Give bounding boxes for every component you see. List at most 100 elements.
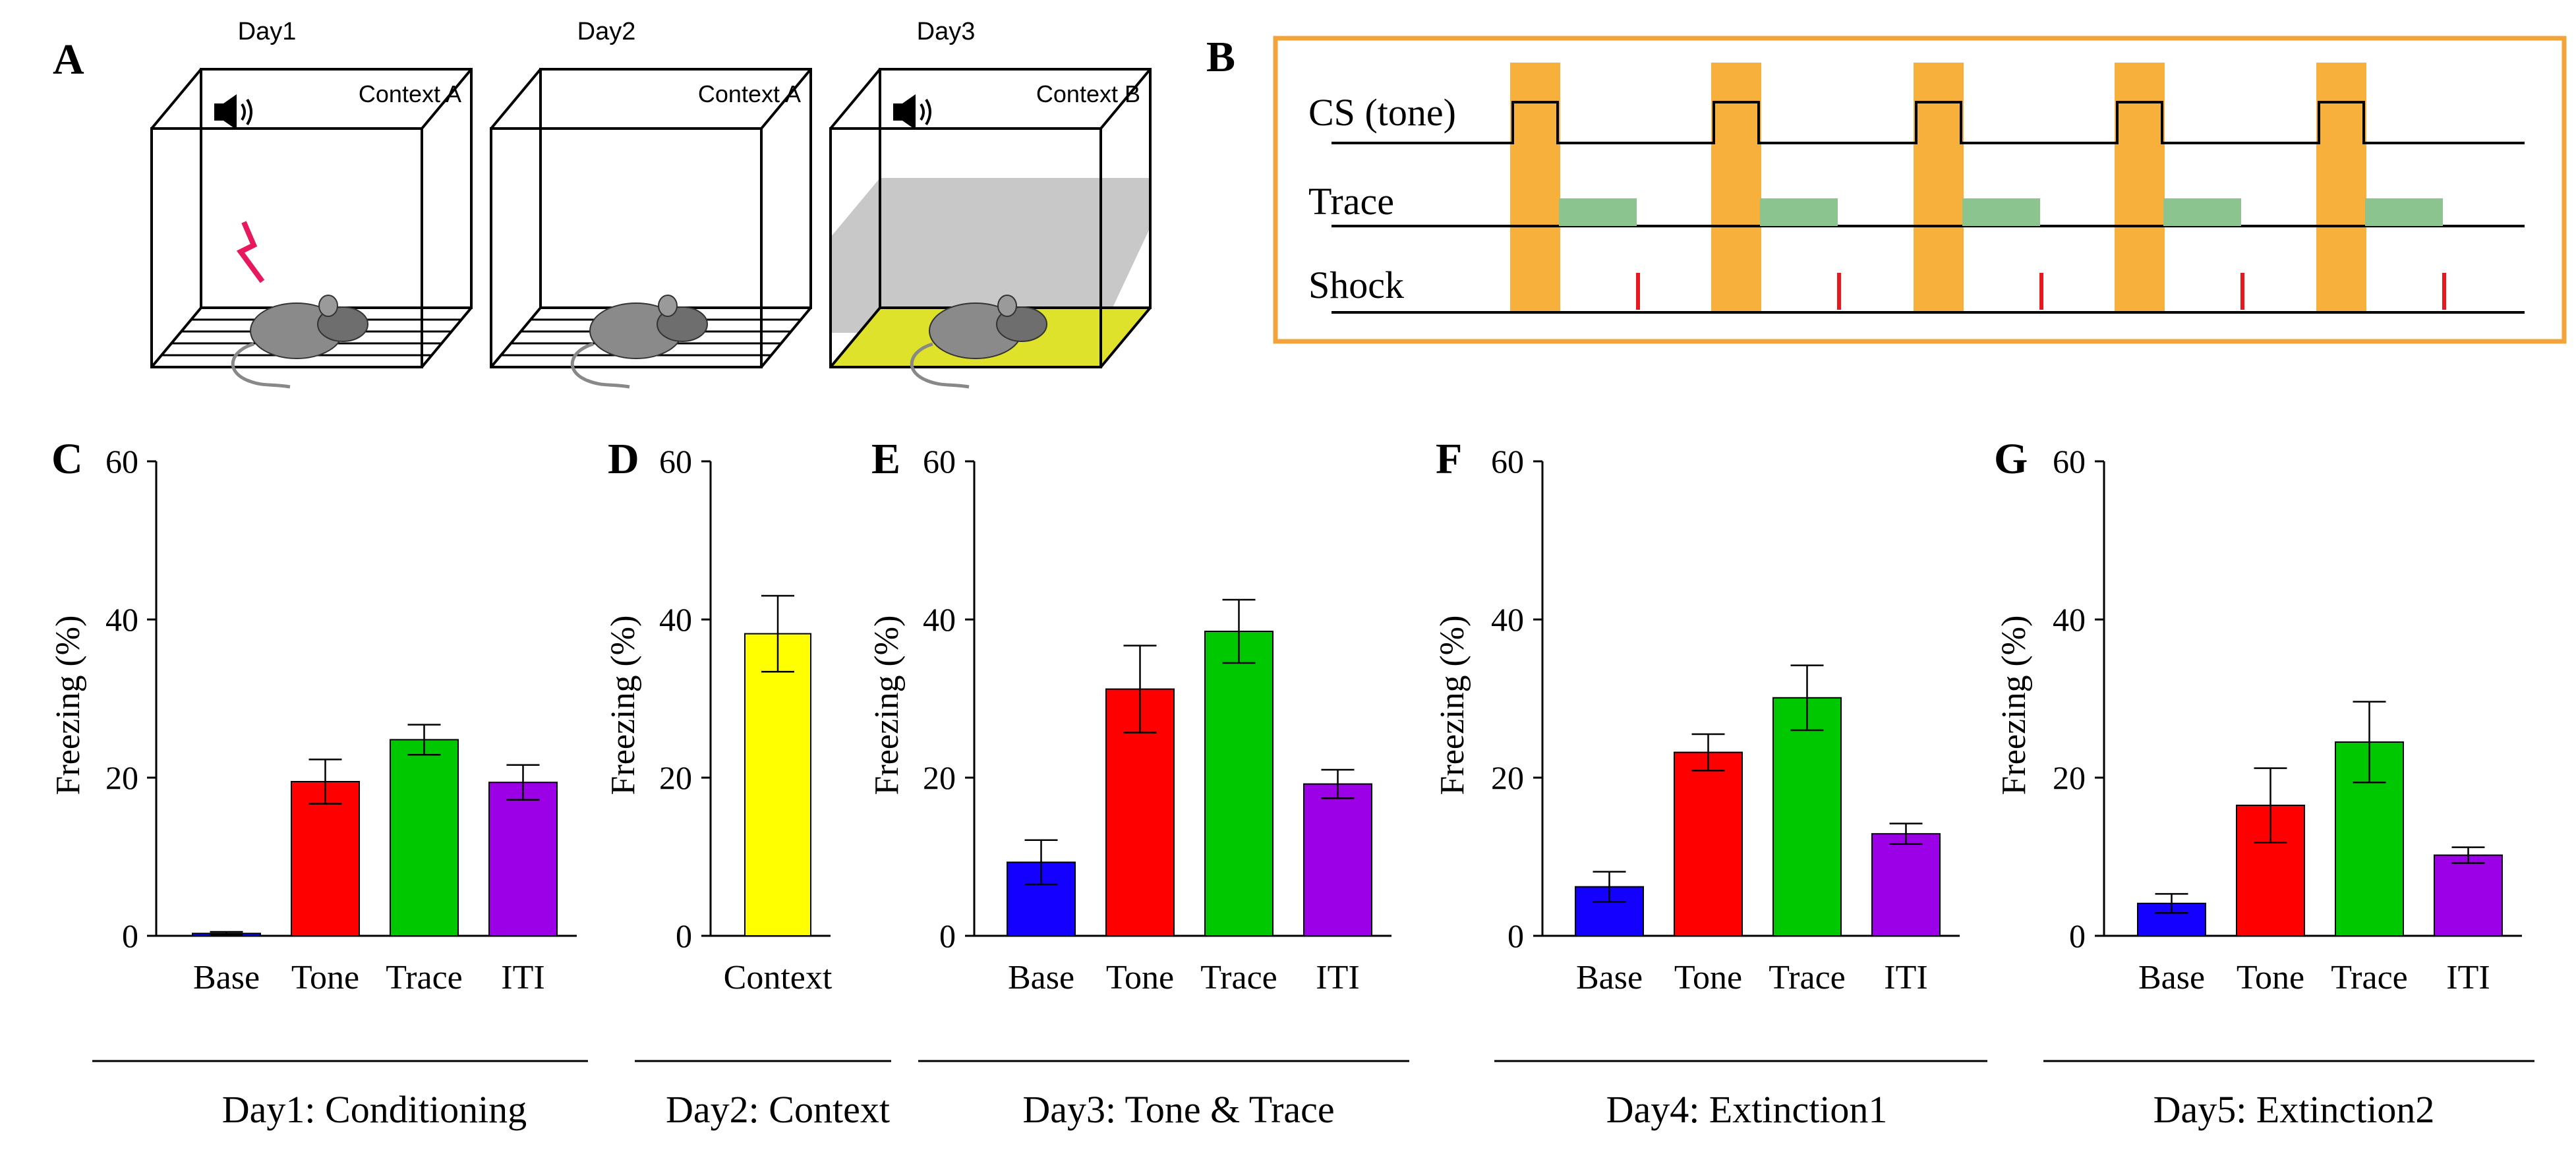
y-tick-label: 60 — [659, 443, 692, 480]
speaker-icon — [893, 94, 931, 130]
mouse-tail — [231, 342, 291, 389]
x-tick-label: Trace — [2331, 959, 2408, 996]
bar-tone — [291, 781, 360, 936]
speaker-body — [893, 103, 902, 121]
trace-period-block — [2163, 198, 2241, 226]
bar-iti — [2434, 854, 2503, 936]
timeline-row-label: Shock — [1308, 264, 1404, 306]
box-front-edge — [150, 127, 423, 368]
box-depth-edge — [490, 306, 542, 368]
x-tick-label: Base — [1576, 959, 1643, 996]
mouse-ear — [658, 295, 678, 317]
y-tick-label: 20 — [659, 759, 692, 796]
y-tick-label: 20 — [2053, 759, 2086, 796]
day-caption: Day3: Tone & Trace — [1022, 1088, 1334, 1131]
y-axis-label: Freezing (%) — [604, 616, 642, 795]
y-tick-label: 60 — [923, 443, 956, 480]
y-tick-label: 40 — [105, 601, 138, 638]
shock-bolt-icon — [236, 221, 265, 283]
x-tick-label: Trace — [386, 959, 463, 996]
box-depth-edge — [421, 306, 473, 368]
context-label: Context A — [359, 80, 461, 107]
day-label: Day2 — [577, 18, 636, 45]
box-front-edge — [829, 127, 1102, 368]
panel-letter-e: E — [871, 435, 900, 483]
mouse-ear — [997, 295, 1017, 317]
x-tick-label: Context — [724, 959, 833, 996]
trace-period-block — [1559, 198, 1637, 226]
box-depth-edge — [760, 68, 812, 130]
y-axis-label: Freezing (%) — [868, 616, 906, 795]
panel-letter-f: F — [1436, 435, 1462, 483]
y-tick-label: 60 — [2053, 443, 2086, 480]
sound-wave — [925, 98, 931, 126]
tone-highlight-bar — [1914, 63, 1964, 313]
box-depth-edge — [1099, 68, 1152, 130]
bar-trace — [1204, 631, 1273, 936]
y-tick-label: 40 — [923, 601, 956, 638]
bar-tone — [1674, 751, 1743, 936]
box-depth-edge — [150, 68, 202, 130]
panel-letter-d: D — [608, 435, 639, 483]
context-label: Context B — [1036, 80, 1140, 107]
sound-wave — [241, 103, 246, 121]
box-depth-edge — [760, 306, 812, 368]
y-axis-label: Freezing (%) — [1434, 616, 1471, 795]
day-label: Day1 — [238, 18, 297, 45]
box-depth-edge — [421, 68, 473, 130]
y-tick-label: 0 — [676, 917, 692, 954]
y-axis-label: Freezing (%) — [1995, 616, 2033, 795]
bar-trace — [390, 739, 459, 937]
timeline-row-label: Trace — [1308, 180, 1394, 223]
bar-iti — [488, 782, 558, 936]
x-tick-label: Trace — [1200, 959, 1277, 996]
day-caption: Day5: Extinction2 — [2153, 1088, 2435, 1131]
y-tick-label: 20 — [923, 759, 956, 796]
timeline-row-label: CS (tone) — [1308, 91, 1456, 134]
panel-letter-a: A — [53, 36, 84, 84]
box-depth-edge — [829, 68, 881, 130]
speaker-cone — [223, 94, 237, 130]
bar-iti — [1303, 783, 1372, 936]
trace-period-block — [1962, 198, 2040, 226]
day-caption: Day2: Context — [666, 1088, 890, 1131]
x-tick-label: ITI — [1884, 959, 1927, 996]
trace-period-block — [2365, 198, 2443, 226]
box-depth-edge — [490, 68, 542, 130]
panel-letter-b: B — [1206, 33, 1235, 81]
mouse-ear — [318, 295, 338, 317]
y-tick-label: 40 — [1491, 601, 1524, 638]
box-front-edge — [490, 127, 763, 368]
sound-wave — [246, 98, 252, 126]
sound-wave — [920, 103, 925, 121]
x-tick-label: ITI — [501, 959, 544, 996]
x-tick-label: Base — [1008, 959, 1074, 996]
y-tick-label: 40 — [659, 601, 692, 638]
x-tick-label: Tone — [1674, 959, 1742, 996]
y-tick-label: 0 — [122, 917, 138, 954]
y-tick-label: 0 — [2069, 917, 2086, 954]
x-tick-label: Trace — [1769, 959, 1846, 996]
trace-period-block — [1760, 198, 1838, 226]
y-tick-label: 20 — [1491, 759, 1524, 796]
x-tick-label: Base — [2138, 959, 2205, 996]
y-tick-label: 60 — [105, 443, 138, 480]
y-tick-label: 40 — [2053, 601, 2086, 638]
y-tick-label: 0 — [1508, 917, 1524, 954]
context-label: Context A — [698, 80, 801, 107]
x-tick-label: ITI — [1316, 959, 1359, 996]
tone-highlight-bar — [1510, 63, 1560, 313]
speaker-body — [214, 103, 223, 121]
x-tick-label: Tone — [291, 959, 359, 996]
x-tick-label: Tone — [1106, 959, 1174, 996]
day-caption: Day4: Extinction1 — [1606, 1088, 1888, 1131]
mouse-tail — [910, 342, 970, 389]
